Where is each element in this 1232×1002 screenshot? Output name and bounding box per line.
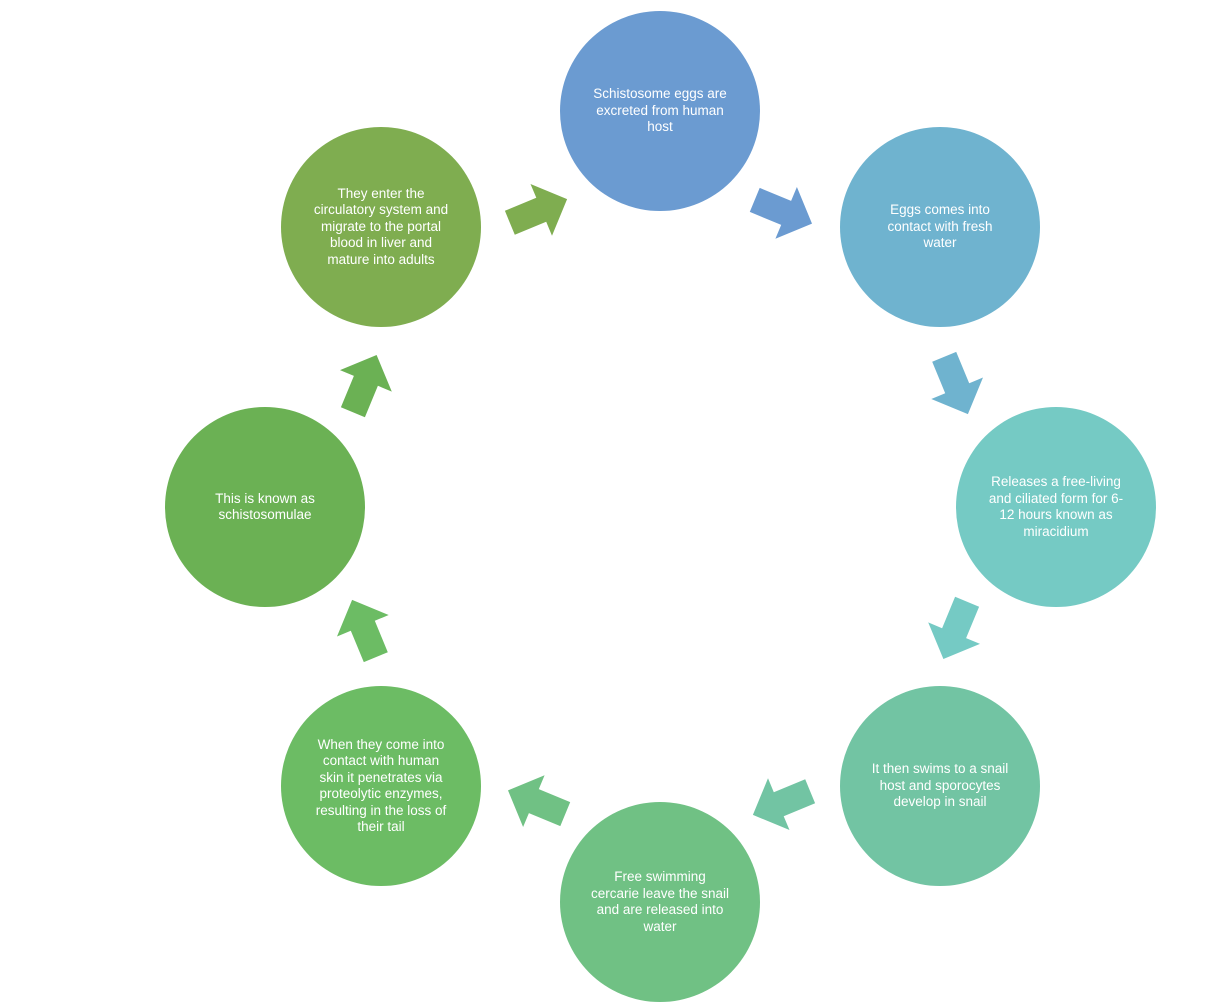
step-text: They enter the circulatory system and mi… [313, 185, 449, 267]
step-text: Eggs comes into contact with fresh water [887, 202, 993, 251]
arrow-step8-to-step1 [504, 184, 568, 236]
arrow-step7-to-step8 [340, 355, 392, 418]
step-text: Releases a free-living and ciliated form… [988, 474, 1124, 539]
step-text: It then swims to a snail host and sporoc… [871, 761, 1009, 810]
step-circle-cercarie-released: Free swimming cercarie leave the snail a… [560, 802, 760, 1002]
step-text: When they come into contact with human s… [315, 736, 447, 835]
arrow-step4-to-step5 [752, 778, 816, 830]
step-circle-miracidium: Releases a free-living and ciliated form… [956, 407, 1156, 607]
step-circle-snail-host: It then swims to a snail host and sporoc… [840, 686, 1040, 886]
arrow-step2-to-step3 [931, 351, 983, 415]
step-circle-mature-adults: They enter the circulatory system and mi… [281, 127, 481, 327]
arrow-step1-to-step2 [749, 187, 812, 239]
step-circle-eggs-excreted: Schistosome eggs are excreted from human… [560, 11, 760, 211]
step-circle-contact-fresh-water: Eggs comes into contact with fresh water [840, 127, 1040, 327]
step-text: Schistosome eggs are excreted from human… [593, 86, 727, 135]
step-circle-skin-penetration: When they come into contact with human s… [281, 686, 481, 886]
step-text: Free swimming cercarie leave the snail a… [590, 869, 730, 934]
arrow-step6-to-step7 [337, 599, 389, 663]
step-circle-schistosomulae: This is known as schistosomulae [165, 407, 365, 607]
step-text: This is known as schistosomulae [215, 490, 315, 523]
arrow-step5-to-step6 [508, 775, 571, 827]
arrow-step3-to-step4 [928, 596, 980, 659]
